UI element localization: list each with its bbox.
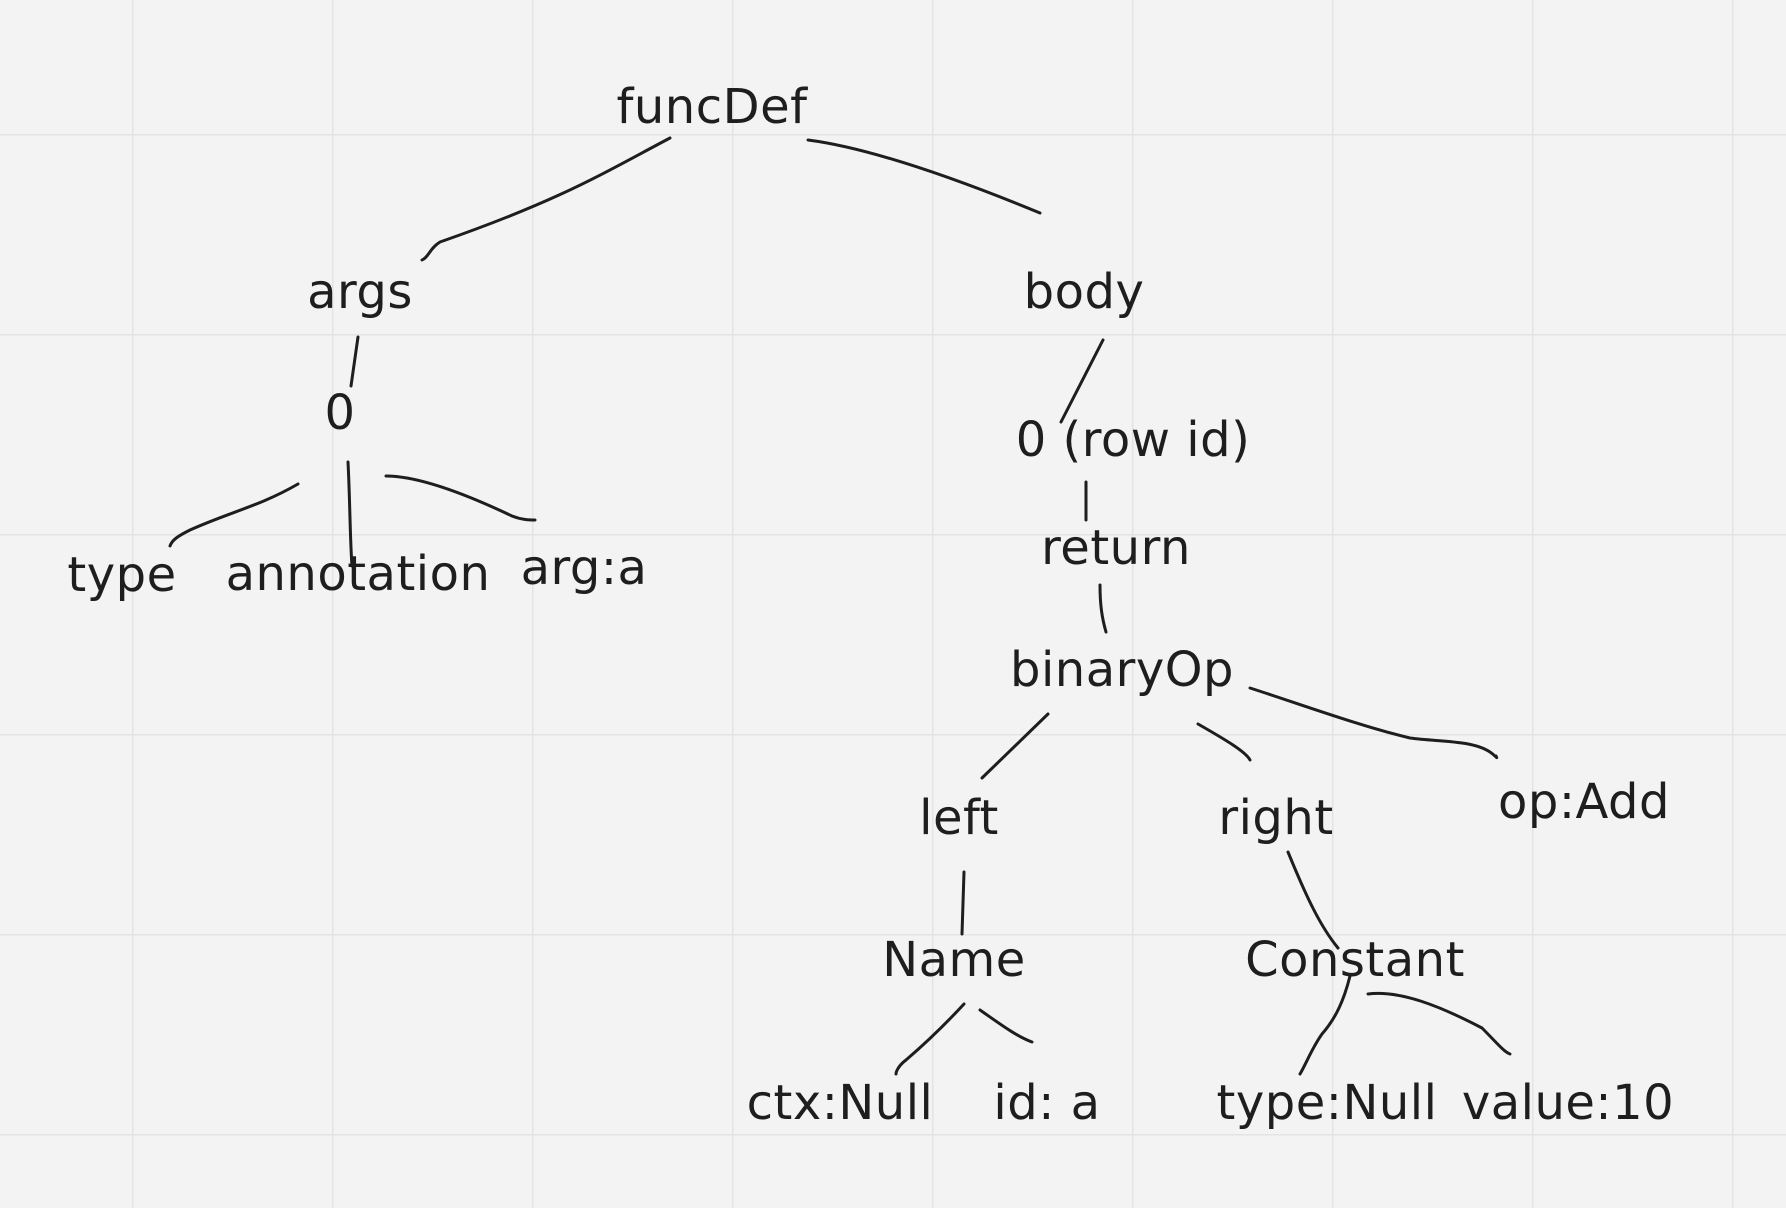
node-value-10: value:10 [1461, 1075, 1675, 1131]
edge-return-binaryop [1098, 583, 1108, 634]
edge-right-constant [1286, 850, 1340, 950]
node-left: left [919, 790, 999, 846]
node-binaryop: binaryOp [1009, 642, 1235, 698]
edge-constant-value-10 [1366, 991, 1512, 1056]
edge-binaryop-op-add [1248, 686, 1499, 760]
node-args: args [307, 264, 413, 320]
edge-binaryop-right [1196, 722, 1252, 762]
node-arg-a: arg:a [520, 540, 648, 596]
node-type: type [67, 547, 177, 603]
node-body-index: 0 (row id) [1015, 412, 1251, 468]
edge-constant-type-null [1298, 974, 1352, 1076]
node-args-index: 0 [324, 385, 356, 441]
edge-index-type [168, 482, 300, 548]
node-id-a: id: a [993, 1075, 1101, 1131]
node-name: Name [882, 932, 1026, 988]
node-body: body [1023, 264, 1145, 320]
node-op-add: op:Add [1498, 774, 1670, 830]
edge-name-ctx-null [894, 1002, 966, 1076]
node-funcdef: funcDef [616, 79, 808, 135]
node-type-null: type:Null [1216, 1075, 1438, 1131]
edge-funcdef-args [420, 136, 672, 262]
node-ctx-null: ctx:Null [746, 1075, 934, 1131]
node-constant: Constant [1245, 932, 1465, 988]
edge-index-annotation [346, 460, 354, 568]
node-right: right [1218, 790, 1334, 846]
edge-index-arg-a [384, 474, 537, 522]
edge-body-index [1059, 338, 1105, 424]
edge-funcdef-body [806, 138, 1042, 215]
edge-name-id-a [978, 1008, 1034, 1044]
node-return: return [1041, 520, 1191, 576]
edge-left-name [960, 870, 966, 936]
edge-args-index [349, 335, 360, 388]
edge-binaryop-left [980, 712, 1050, 780]
node-annotation: annotation [225, 546, 491, 602]
